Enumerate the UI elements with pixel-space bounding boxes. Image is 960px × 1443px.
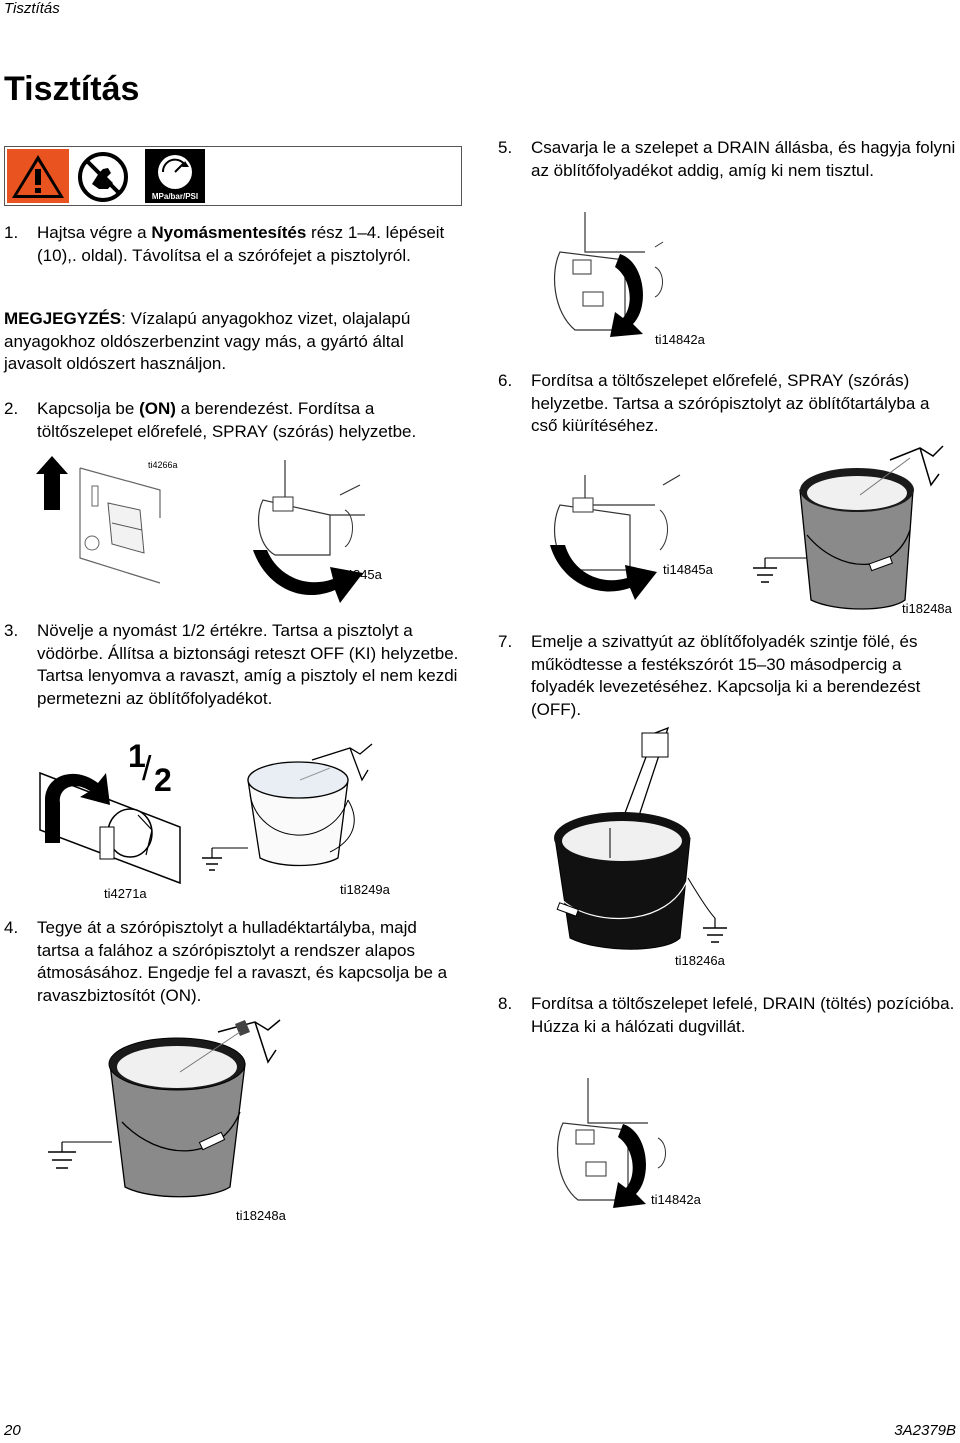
figure-label-ti14845a: ti14845a [332,567,382,582]
document-code: 3A2379B [894,1422,956,1439]
step-text-pre: Hajtsa végre a [37,223,152,242]
curved-arrow-icon [610,254,643,337]
switch-panel-illustration [36,456,161,584]
curved-arrow-icon [613,1124,646,1208]
step-text: Tegye át a szórópisztolyt a hulladéktart… [37,918,448,1005]
step-number: 7. [498,632,513,651]
gauge-unit-text: MPa/bar/PSI [152,192,198,201]
warning-box: MPa/bar/PSI [4,146,462,206]
step-text: Hajtsa végre a Nyomásmentesítés rész 1–4… [37,222,462,267]
step-text-bold: Nyomásmentesítés [151,223,307,242]
drain-valve-illustration [554,212,664,337]
step-number: 8. [498,994,513,1013]
pressure-gauge-icon: MPa/bar/PSI [145,149,205,203]
drain-valve-illustration [557,1078,666,1208]
step-number: 3. [4,621,19,640]
step-number: 5. [498,138,513,157]
step-text-post: rész 1–4. lépéseit (10),. oldal). Távolí… [37,223,445,265]
page-title: Tisztítás [4,70,140,108]
prime-valve-illustration [253,460,365,603]
rotate-arrow-icon [45,773,110,843]
curved-arrow-icon [550,545,657,600]
figure-label-ti18249a: ti18249a [340,882,390,897]
note-text: : Vízalapú anyagokhoz vizet, olajalapú a… [4,309,411,373]
note-label: MEGJEGYZÉS [4,309,122,328]
step-text: Emelje a szivattyút az öblítőfolyadék sz… [531,632,921,719]
pressure-knob-illustration [39,771,181,885]
figure-label-ti14842a: ti14842a [655,332,705,347]
up-arrow-icon [36,456,68,510]
step-text-pre: Kapcsolja be [37,399,140,418]
figure-label-ti4266a: ti4266a [148,460,178,470]
fraction-numerator: 1 [128,738,146,774]
fraction-slash: / [142,750,152,788]
step-text: Csavarja le a szelepet a DRAIN állásba, … [531,138,956,180]
step-number: 1. [4,223,19,242]
step-text: Fordítsa a töltőszelepet lefelé, DRAIN (… [531,994,955,1036]
step-number: 4. [4,918,19,937]
figure-label-ti14842a: ti14842a [651,1192,701,1207]
prime-valve-illustration [550,474,681,600]
curved-arrow-icon [253,550,363,603]
figure-label-ti14845a: ti14845a [663,562,713,577]
step-text: Kapcsolja be (ON) a berendezést. Fordíts… [37,398,462,443]
section-header-label: Tisztítás [4,0,60,17]
warning-triangle-icon [7,149,69,203]
note-paragraph: MEGJEGYZÉS: Vízalapú anyagokhoz vizet, o… [4,308,462,376]
white-bucket-illustration [202,743,373,871]
figure-label-ti18246a: ti18246a [675,953,725,968]
page-number: 20 [4,1422,21,1439]
step-text-post: a berendezést. Fordítsa a töltőszelepet … [37,399,417,441]
gray-bucket-illustration [753,445,944,610]
gray-bucket-illustration [48,1019,281,1198]
no-hand-icon [78,152,128,202]
step-text-bold: (ON) [139,399,176,418]
figure-label-ti18248a: ti18248a [902,601,952,616]
figure-label-ti4271a: ti4271a [104,886,147,901]
fraction-denominator: 2 [154,762,172,798]
step-number: 2. [4,399,19,418]
black-bucket-pump-illustration [554,726,727,950]
step-number: 6. [498,371,513,390]
figure-label-ti18248a: ti18248a [236,1208,286,1223]
step-text: Fordítsa a töltőszelepet előrefelé, SPRA… [531,371,930,435]
step-text: Növelje a nyomást 1/2 értékre. Tartsa a … [37,621,459,708]
